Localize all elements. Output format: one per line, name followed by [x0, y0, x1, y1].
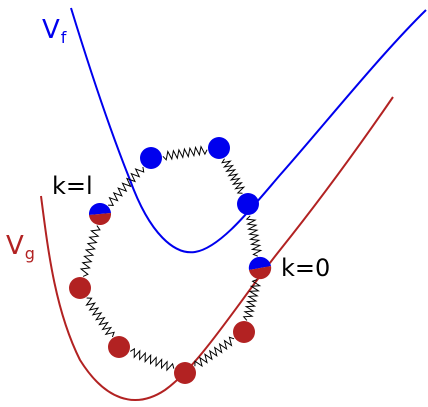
- bead-mixed-k-l: [88, 202, 112, 226]
- bead-excited-1: [140, 147, 162, 169]
- bead-excited-2: [208, 137, 230, 159]
- k-0-label: k=0: [281, 254, 330, 282]
- spring-8: [85, 297, 115, 338]
- spring-2: [162, 145, 208, 161]
- bead-excited-3: [237, 193, 259, 215]
- bead-ground-4: [233, 321, 255, 343]
- spring-3: [221, 158, 246, 194]
- spring-9: [79, 225, 101, 277]
- spring-connectors: [79, 145, 263, 372]
- k-l-label: k=l: [52, 172, 93, 200]
- bead-mixed-k-0: [248, 256, 272, 280]
- spring-4: [245, 215, 263, 257]
- excited-state-potential-curve: [70, 7, 427, 254]
- bead-ground-2: [108, 336, 130, 358]
- bead-ground-1: [69, 277, 91, 299]
- spring-7: [129, 347, 175, 372]
- vg-label: Vg: [6, 231, 35, 263]
- ground-state-potential-curve: [40, 96, 394, 401]
- vf-label: Vf: [42, 15, 67, 47]
- spring-5: [242, 279, 262, 321]
- spring-6: [194, 336, 235, 368]
- bead-ground-3: [174, 362, 196, 384]
- spring-1: [108, 166, 145, 206]
